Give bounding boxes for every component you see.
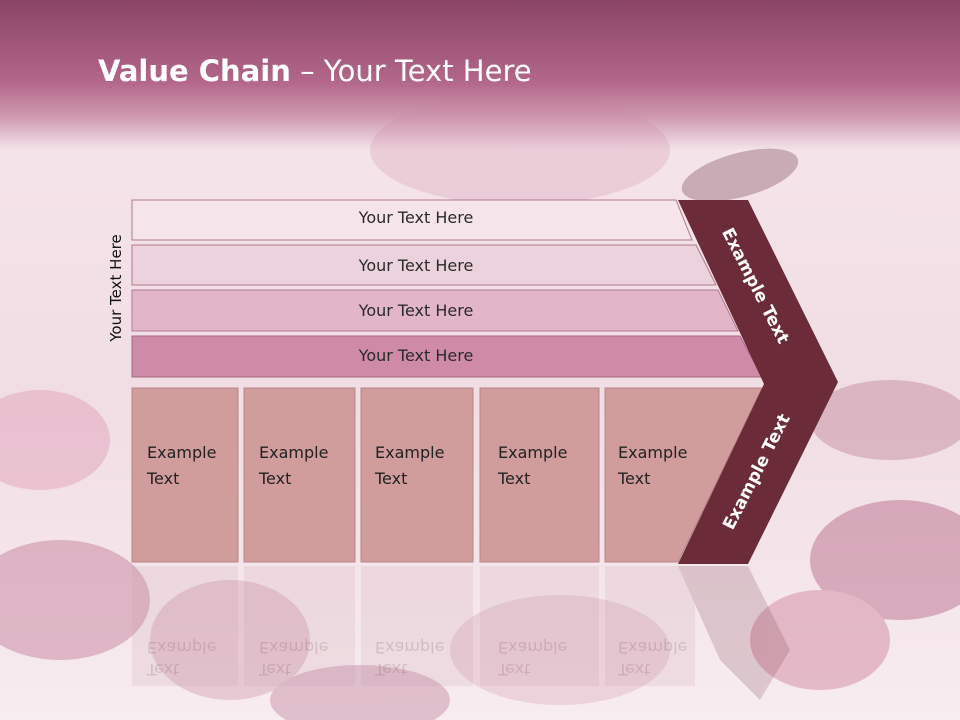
reflection-4-line-2: Text	[498, 660, 531, 679]
row-text-1: Your Text Here	[358, 208, 474, 227]
title-rest: – Your Text Here	[290, 54, 532, 88]
box-5-line-2: Text	[618, 469, 651, 488]
activity-box-5	[604, 387, 763, 563]
row-text-3: Your Text Here	[358, 301, 474, 320]
row-text-2: Your Text Here	[358, 256, 474, 275]
activity-box-4	[479, 387, 600, 563]
activity-box-3	[360, 387, 474, 563]
box-4-line-1: Example	[498, 443, 568, 462]
title-bold: Value Chain	[98, 54, 291, 88]
row-band-1	[131, 199, 693, 241]
box-1-line-2: Text	[147, 469, 180, 488]
reflection-3-line-1: Example	[375, 638, 445, 657]
reflection-5-line-1: Example	[618, 638, 688, 657]
box-3-line-1: Example	[375, 443, 445, 462]
box-text-4: Example Text	[498, 440, 567, 492]
reflection-1-line-1: Example	[147, 638, 217, 657]
chevron-arrow	[678, 200, 838, 564]
box-4-line-2: Text	[498, 469, 531, 488]
reflection-4-line-1: Example	[498, 638, 568, 657]
row-band-3	[131, 289, 739, 332]
activity-box-1	[131, 387, 239, 563]
reflection-text-2: Text Example	[259, 636, 328, 680]
box-text-2: Example Text	[259, 440, 328, 492]
slide-title: Value Chain – Your Text Here	[98, 54, 532, 88]
title-band	[0, 0, 960, 150]
reflection-1-line-2: Text	[147, 660, 180, 679]
reflection	[132, 566, 790, 700]
reflection-2-line-1: Example	[259, 638, 329, 657]
reflection-text-3: Text Example	[375, 636, 444, 680]
row-text-4: Your Text Here	[358, 346, 474, 365]
box-text-1: Example Text	[147, 440, 216, 492]
box-text-5: Example Text	[618, 440, 687, 492]
box-2-line-2: Text	[259, 469, 292, 488]
box-1-line-1: Example	[147, 443, 217, 462]
reflection-2-line-2: Text	[259, 660, 292, 679]
activity-box-2	[243, 387, 356, 563]
box-3-line-2: Text	[375, 469, 408, 488]
reflection-text-4: Text Example	[498, 636, 567, 680]
row-band-2	[131, 244, 717, 286]
reflection-5-line-2: Text	[618, 660, 651, 679]
box-5-line-1: Example	[618, 443, 688, 462]
reflection-text-5: Text Example	[618, 636, 687, 680]
box-2-line-1: Example	[259, 443, 329, 462]
box-text-3: Example Text	[375, 440, 444, 492]
reflection-3-line-2: Text	[375, 660, 408, 679]
reflection-text-1: Text Example	[147, 636, 216, 680]
